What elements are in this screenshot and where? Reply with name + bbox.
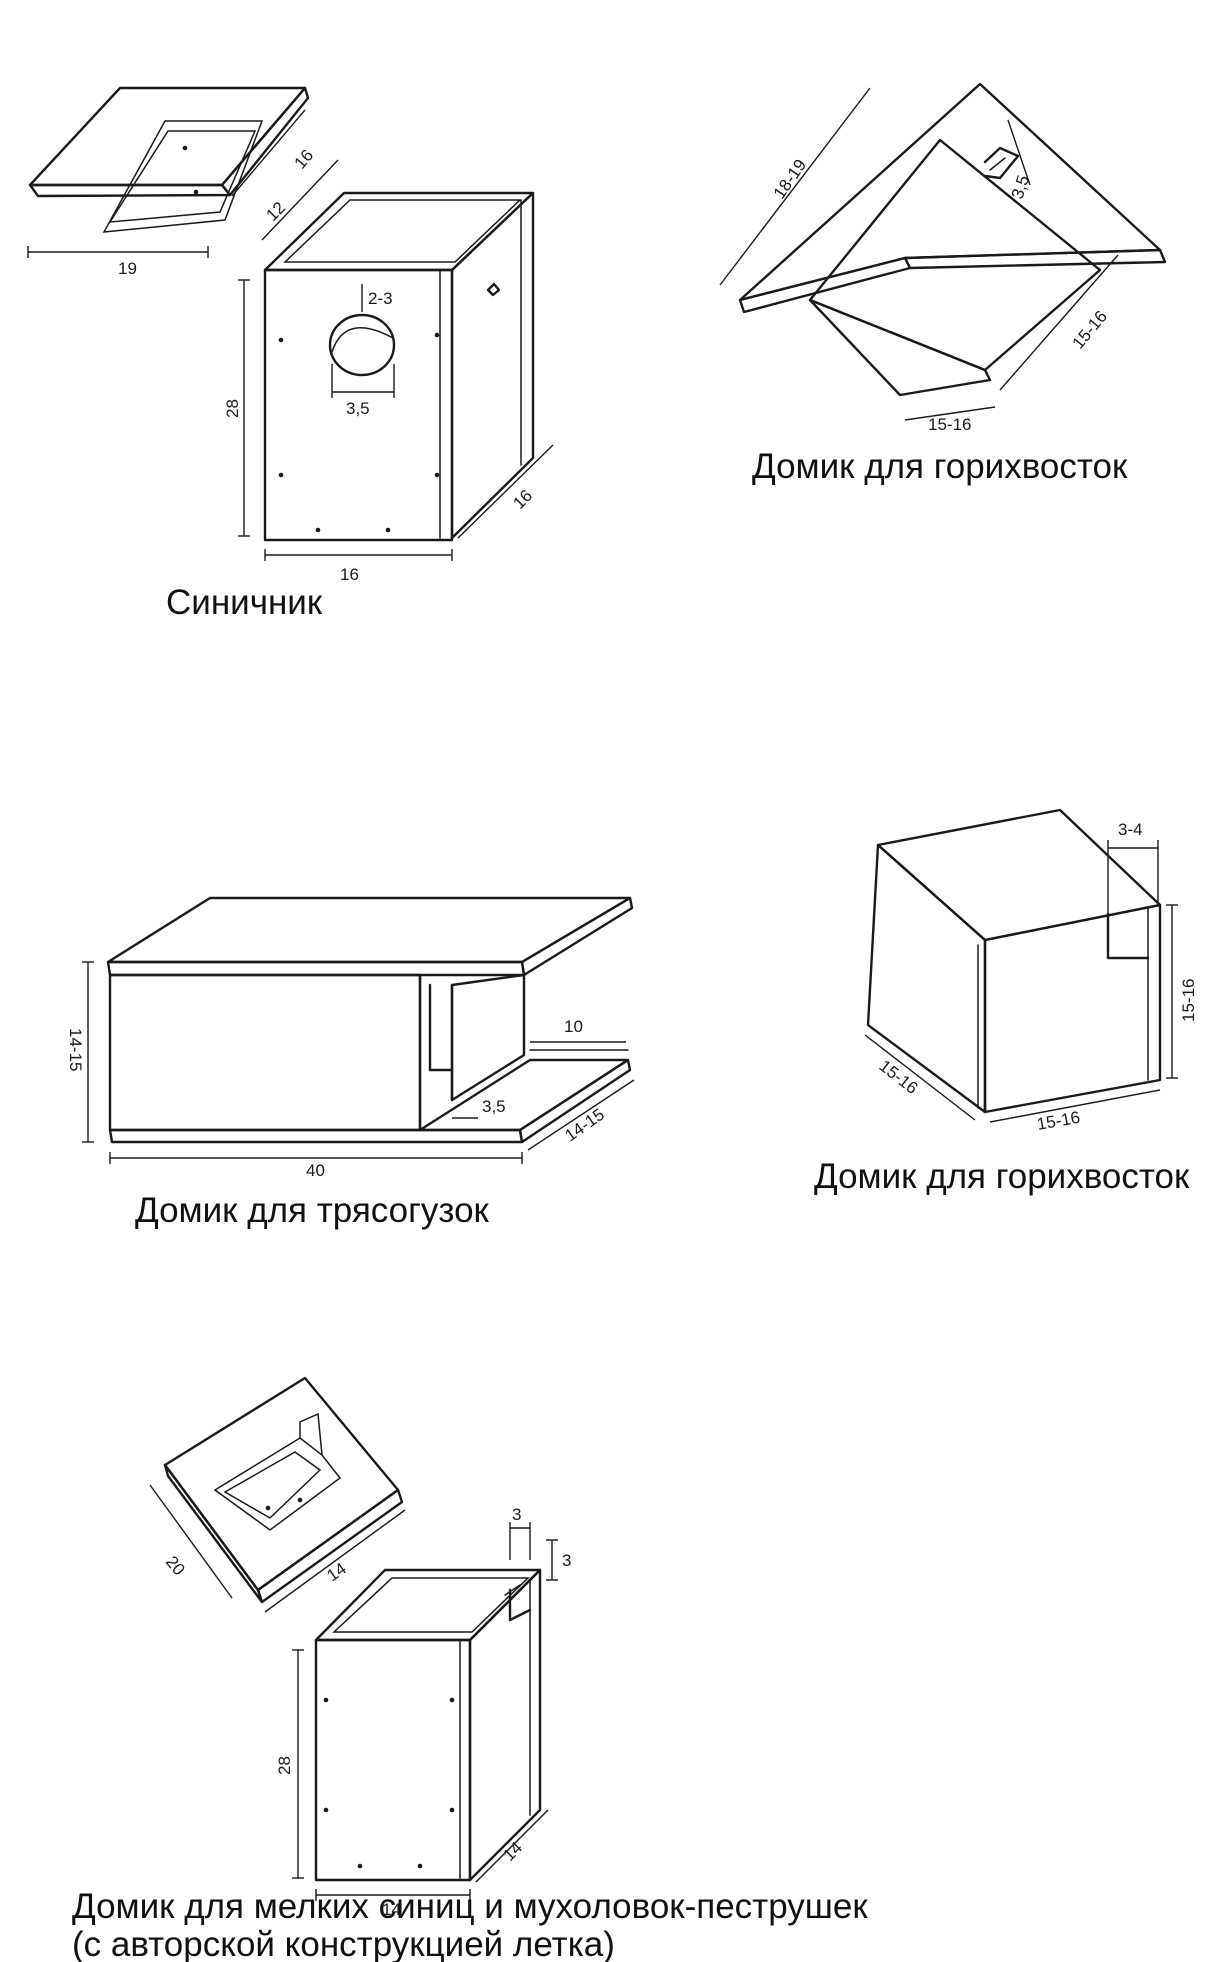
- flycatcher-lid-plate: [163, 1376, 404, 1604]
- flycatcher-lid-depth-label: 20: [162, 1552, 189, 1579]
- titmouse-house-drawing: 19 16 12 2-3 3,5 28 16 16 Синичник: [27, 86, 554, 622]
- redstart-house-1-caption: Домик для горихвосток: [752, 447, 1128, 486]
- redstart-1-dimension-lines: [719, 87, 1119, 421]
- flycatcher-notch-height-label: 3: [562, 1551, 571, 1570]
- flycatcher-depth-label: 14: [499, 1838, 526, 1865]
- redstart-2-dimension-lines: [864, 840, 1178, 1123]
- flycatcher-house-drawing: 20 14 3 3 28 14 14 Домик для мелких сини…: [72, 1376, 868, 1962]
- flycatcher-house-caption-line2: (с авторской конструкцией летка): [72, 1925, 615, 1962]
- titmouse-hole-diameter-label: 3,5: [346, 399, 370, 418]
- titmouse-inner-label: 12: [262, 198, 289, 225]
- flycatcher-lid-width-label: 14: [323, 1559, 349, 1585]
- redstart-house-2-caption: Домик для горихвосток: [814, 1157, 1190, 1196]
- wagtail-dimension-lines: [82, 961, 635, 1164]
- flycatcher-dimension-lines: [149, 1484, 558, 1901]
- titmouse-depth-label: 16: [509, 486, 536, 513]
- flycatcher-height-label: 28: [275, 1756, 294, 1775]
- wagtail-length-label: 40: [306, 1161, 325, 1180]
- titmouse-house-caption: Синичник: [166, 583, 323, 622]
- titmouse-roof-depth-label: 16: [291, 146, 318, 173]
- redstart-1-slot-label: 3,5: [1008, 173, 1033, 201]
- titmouse-hole-offset-label: 2-3: [368, 289, 393, 308]
- titmouse-width-label: 16: [340, 565, 359, 584]
- titmouse-height-label: 28: [223, 399, 242, 418]
- wagtail-opening-label: 10: [564, 1017, 583, 1036]
- redstart-2-depth-label: 15-16: [876, 1056, 922, 1098]
- wagtail-house-caption: Домик для трясогузок: [135, 1191, 490, 1230]
- wagtail-house-drawing: 14-15 40 10 3,5 14-15 Домик для трясогуз…: [66, 896, 635, 1230]
- titmouse-roof-plate: [28, 86, 310, 233]
- redstart-1-side-label: 15-16: [1069, 307, 1112, 353]
- redstart-1-roof-label: 18-19: [770, 156, 811, 203]
- redstart-house-2-drawing: 3-4 15-16 15-16 15-16 Домик для горихвос…: [814, 808, 1198, 1196]
- redstart-2-height-label: 15-16: [1179, 979, 1198, 1022]
- flycatcher-notch-width-label: 3: [512, 1505, 521, 1524]
- flycatcher-width-label: 14: [382, 1900, 401, 1919]
- flycatcher-house-caption-line1: Домик для мелких синиц и мухоловок-пестр…: [72, 1887, 868, 1926]
- flycatcher-box-body: [314, 1568, 542, 1882]
- titmouse-roof-width-label: 19: [118, 259, 137, 278]
- wagtail-height-label: 14-15: [66, 1028, 85, 1071]
- redstart-house-1-drawing: 18-19 3,5 15-16 15-16 Домик для горихвос…: [719, 82, 1167, 486]
- titmouse-dimension-lines: [27, 109, 554, 561]
- titmouse-box-body: [263, 191, 535, 542]
- redstart-2-slot-label: 3-4: [1118, 820, 1143, 839]
- redstart-1-bottom-label: 15-16: [928, 415, 971, 434]
- wagtail-gap-label: 3,5: [482, 1097, 506, 1116]
